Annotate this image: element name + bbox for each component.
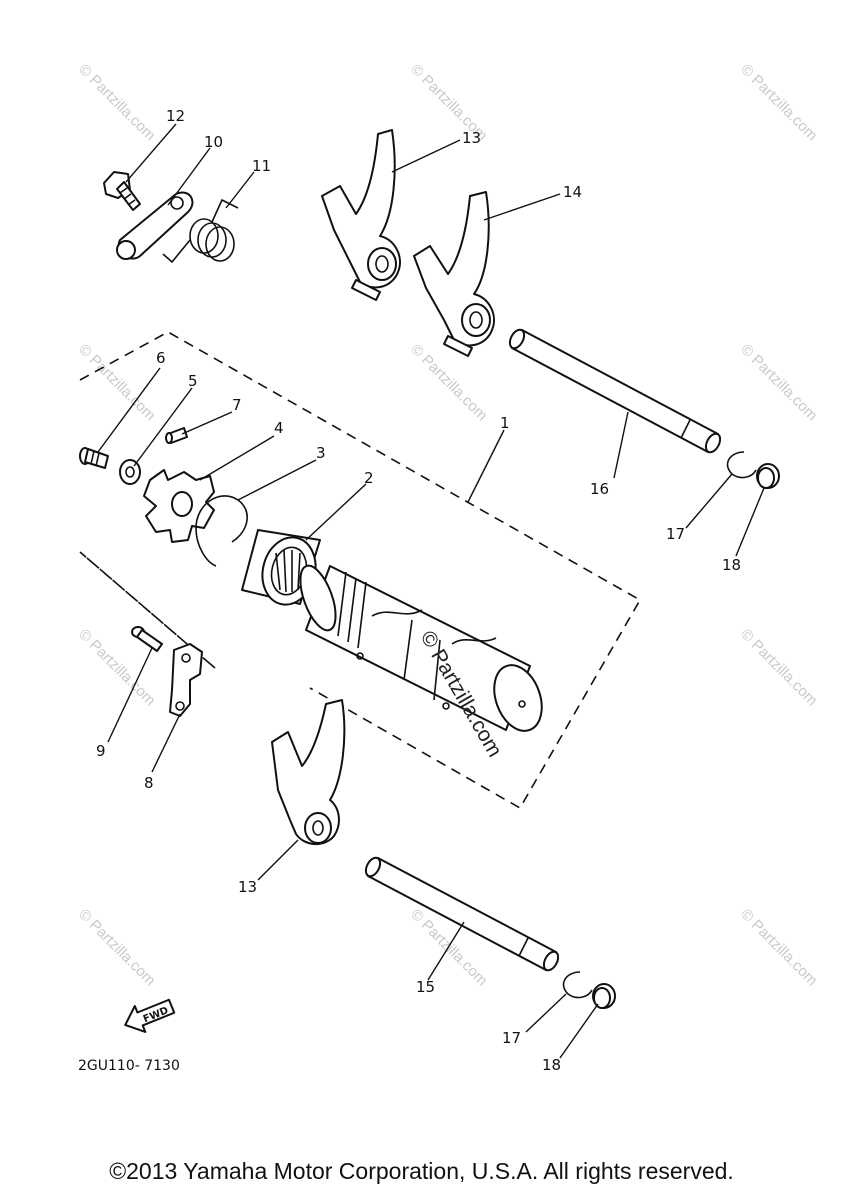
shift-fork-14 — [413, 191, 495, 357]
shift-fork-13-upper — [321, 129, 401, 301]
spring-11 — [162, 198, 239, 264]
watermark: © Partzilla.com — [737, 341, 820, 424]
watermark: © Partzilla.com — [75, 61, 158, 144]
parts-diagram: © Partzilla.com © Partzilla.com © Partzi… — [75, 61, 820, 1074]
callout-18-upper: 18 — [722, 556, 741, 574]
shift-fork-13-lower — [271, 699, 346, 845]
shaft-15 — [364, 856, 560, 972]
callout-2: 2 — [364, 469, 374, 487]
pin-7 — [165, 427, 188, 444]
watermark: © Partzilla.com — [75, 341, 158, 424]
screw-9 — [131, 626, 163, 652]
circlip-17-lower — [562, 971, 593, 999]
callout-7: 7 — [232, 396, 242, 414]
watermark: © Partzilla.com — [737, 626, 820, 709]
callouts: 12 10 11 13 14 6 5 7 4 3 2 1 16 17 18 9 … — [96, 107, 741, 1074]
watermark: © Partzilla.com — [737, 906, 820, 989]
washer-5 — [119, 459, 141, 485]
leader-lines — [97, 123, 765, 1059]
callout-1: 1 — [500, 414, 510, 432]
stopper-lever-10 — [116, 191, 194, 260]
callout-16: 16 — [590, 480, 609, 498]
screw-6 — [79, 447, 109, 469]
callout-17-upper: 17 — [666, 525, 685, 543]
callout-4: 4 — [274, 419, 284, 437]
circlip-17-upper — [726, 451, 757, 479]
callout-10: 10 — [204, 133, 223, 151]
bolt-12 — [103, 171, 141, 211]
shaft-16 — [508, 328, 722, 454]
diagram-code: 2GU110- 7130 — [78, 1058, 180, 1074]
callout-17-lower: 17 — [502, 1029, 521, 1047]
ring-3 — [195, 495, 248, 567]
watermark: © Partzilla.com — [737, 61, 820, 144]
callout-5: 5 — [188, 372, 198, 390]
plate-8 — [169, 643, 203, 717]
callout-11: 11 — [252, 157, 271, 175]
callout-13-upper: 13 — [462, 129, 481, 147]
watermark: © Partzilla.com — [75, 906, 158, 989]
callout-14: 14 — [563, 183, 582, 201]
callout-12: 12 — [166, 107, 185, 125]
cap-18-lower — [592, 983, 616, 1009]
cap-18-upper — [756, 463, 780, 489]
fwd-arrow-icon: FWD — [124, 998, 176, 1033]
callout-9: 9 — [96, 742, 106, 760]
callout-3: 3 — [316, 444, 326, 462]
shift-drum-1 — [299, 564, 543, 732]
callout-13-lower: 13 — [238, 878, 257, 896]
callout-8: 8 — [144, 774, 154, 792]
callout-18-lower: 18 — [542, 1056, 561, 1074]
callout-15: 15 — [416, 978, 435, 996]
copyright-notice: ©2013 Yamaha Motor Corporation, U.S.A. A… — [109, 1158, 734, 1184]
assembly-boundary — [79, 331, 642, 810]
callout-6: 6 — [156, 349, 166, 367]
watermark: © Partzilla.com — [407, 341, 490, 424]
